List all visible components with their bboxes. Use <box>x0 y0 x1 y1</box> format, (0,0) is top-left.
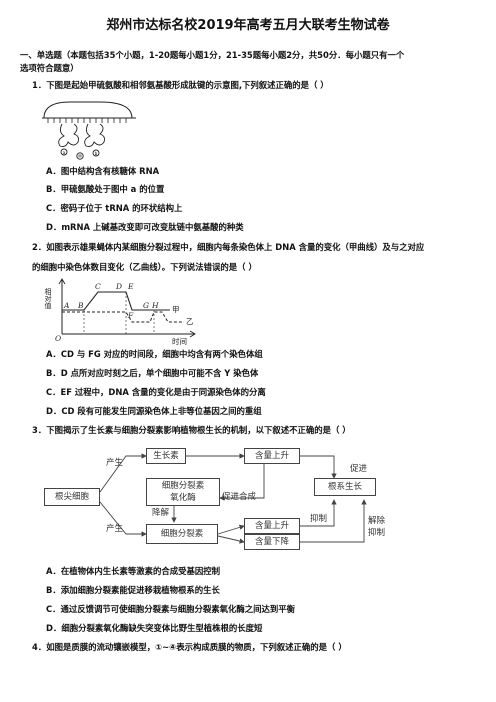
q3-option-a: A．在植物体内生长素等激素的合成受基因控制 <box>46 566 220 576</box>
q3-box-increase-top: 含量上升 <box>244 448 300 464</box>
q3-label-promote: 促进 <box>350 464 368 474</box>
section-heading-line1: 一、单选题（本题包括35个小题，1-20题每小题1分，21-35题每小题2分，共… <box>20 50 405 60</box>
q1-label-met: 甲 <box>78 154 82 159</box>
q3-flow-diagram: 根尖细胞 生长素 含量上升 细胞分裂素 氧化酶 细胞分裂素 含量上升 含量下降 … <box>44 444 404 560</box>
q3-option-b: B．添加细胞分裂素能促进移栽植物根系的生长 <box>46 585 220 595</box>
q3-box-increase-bottom: 含量上升 <box>244 518 300 534</box>
q1-option-a: A．图中结构含有核糖体 RNA <box>46 166 160 176</box>
q3-oxidase-line2: 氧化酶 <box>170 493 196 503</box>
q2-stem-line1: 2．如图表示雄果蝇体内某细胞分裂过程中，细胞内每条染色体上 DNA 含量的变化（… <box>32 242 425 252</box>
q2-point-b: B <box>77 301 84 310</box>
q3-label-promote-synthesis: 促进合成 <box>222 492 257 502</box>
q3-box-root-tip: 根尖细胞 <box>44 488 100 506</box>
q3-box-decrease-bottom: 含量下降 <box>244 534 300 550</box>
q2-point-a: A <box>63 301 70 310</box>
q3-option-d: D．细胞分裂素氧化酶缺失突变体比野生型植株根的长度短 <box>46 623 263 633</box>
q2-figure-curves: 相对值 O 时间 A B C D E F G H 甲 乙 <box>44 278 196 346</box>
q1-figure-trna-ribosome: a b 甲 <box>42 101 136 160</box>
q3-label-degrade: 降解 <box>152 508 170 518</box>
q2-stem-line2: 的细胞中染色体数目变化（乙曲线）。下列说法错误的是（ ） <box>32 262 257 272</box>
q3-option-c: C．通过反馈调节可使细胞分裂素与细胞分裂素氧化酶之间达到平衡 <box>46 604 296 614</box>
q1-stem: 1．下图是起始甲硫氨酸和相邻氨基酸形成肽键的示意图,下列叙述正确的是（ ） <box>32 80 329 90</box>
q3-box-cytokinin: 细胞分裂素 <box>146 524 218 544</box>
q2-ylabel: 相对值 <box>44 287 52 310</box>
q1-option-c: C．密码子位于 tRNA 的环状结构上 <box>46 203 183 213</box>
q1-option-b: B．甲硫氨酸处于图中 a 的位置 <box>46 184 165 194</box>
q2-point-e: E <box>127 282 134 291</box>
q2-xlabel: 时间 <box>172 336 187 346</box>
q3-box-auxin: 生长素 <box>146 448 186 464</box>
section-heading-line2: 选项符合题意） <box>20 63 79 73</box>
q2-point-d: D <box>115 282 122 291</box>
q3-label-relieve-line1: 解除 <box>368 516 386 526</box>
q1-option-d: D．mRNA 上碱基改变即可改变肽链中氨基酸的种类 <box>46 222 244 232</box>
q3-stem: 3．下图揭示了生长素与细胞分裂素影响植物根生长的机制，以下叙述不正确的是（ ） <box>32 425 351 435</box>
q3-box-root-growth: 根系生长 <box>314 478 376 496</box>
q2-option-c: C．EF 过程中，DNA 含量的变化是由于同源染色体的分离 <box>46 387 266 397</box>
q2-option-a: A．CD 与 FG 对应的时间段，细胞中均含有两个染色体组 <box>46 349 263 359</box>
q2-origin: O <box>55 334 61 343</box>
q2-option-d: D．CD 段有可能发生同源染色体上非等位基因之间的重组 <box>46 406 262 416</box>
q1-label-b: b <box>95 151 98 156</box>
q3-label-produce-top: 产生 <box>106 458 124 468</box>
page-title: 郑州市达标名校2019年高考五月大联考生物试卷 <box>106 18 390 33</box>
q2-point-h: H <box>151 301 159 310</box>
q4-stem: 4．如图是质膜的流动镶嵌模型，①~④表示构成质膜的物质，下列叙述正确的是（ ） <box>32 642 347 652</box>
q1-label-a: a <box>63 150 66 155</box>
q3-label-produce-bottom: 产生 <box>106 524 124 534</box>
q2-point-g: G <box>143 301 149 310</box>
q3-box-cytokinin-oxidase: 细胞分裂素 氧化酶 <box>146 478 220 506</box>
q2-option-b: B．D 点所对应时刻之后，单个细胞中可能不含 Y 染色体 <box>46 368 259 378</box>
q3-oxidase-line1: 细胞分裂素 <box>161 481 205 491</box>
q3-label-relieve-line2: 抑制 <box>368 528 386 538</box>
q2-point-c: C <box>95 282 101 291</box>
q2-curve-jia: 甲 <box>172 305 180 314</box>
q3-diagram-arrows <box>99 453 367 544</box>
q2-curve-yi: 乙 <box>186 317 194 326</box>
q2-point-f: F <box>127 311 134 320</box>
q3-label-inhibit: 抑制 <box>310 514 328 524</box>
